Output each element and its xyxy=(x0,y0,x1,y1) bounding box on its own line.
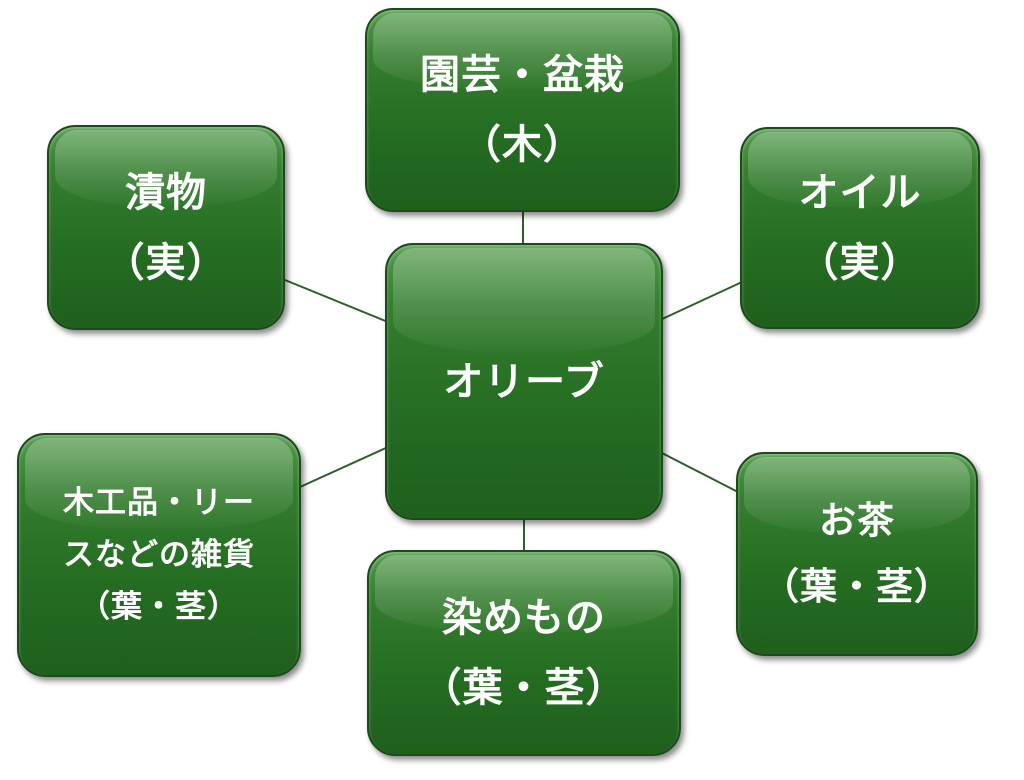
node-oil-label: オイル （実） xyxy=(798,170,922,286)
connector-upper-left xyxy=(284,279,389,323)
node-gardening-bonsai-label: 園芸・盆栽 （木） xyxy=(420,52,625,168)
center-node-label: オリーブ xyxy=(443,358,605,405)
node-oil: オイル （実） xyxy=(740,127,980,329)
node-gardening-bonsai: 園芸・盆栽 （木） xyxy=(365,8,680,212)
connector-lower-left xyxy=(299,446,389,488)
node-woodcraft-goods-label: 木工品・リー スなどの雑貨 （葉・茎） xyxy=(63,485,255,625)
node-tea-label: お茶 （葉・茎） xyxy=(762,499,952,608)
center-node: オリーブ xyxy=(385,243,663,520)
node-pickles-label: 漬物 （実） xyxy=(104,169,228,286)
connector-upper-right xyxy=(659,281,743,321)
node-dyeing-label: 染めもの （葉・茎） xyxy=(421,595,627,711)
connector-lower-right xyxy=(659,451,739,493)
node-woodcraft-goods: 木工品・リー スなどの雑貨 （葉・茎） xyxy=(17,433,301,677)
node-pickles: 漬物 （実） xyxy=(47,125,285,330)
node-tea: お茶 （葉・茎） xyxy=(736,452,978,656)
node-dyeing: 染めもの （葉・茎） xyxy=(367,550,681,756)
